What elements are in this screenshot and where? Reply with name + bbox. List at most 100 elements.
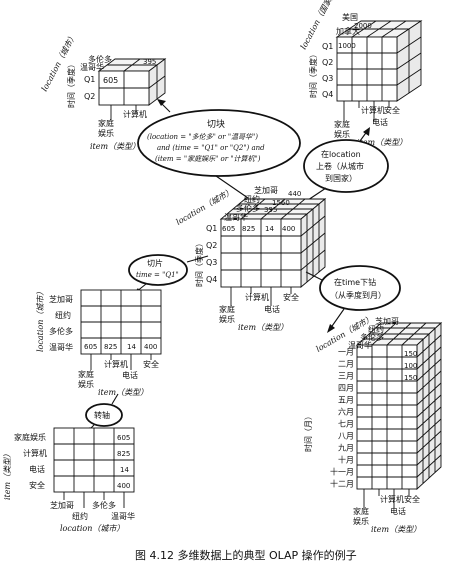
rollup-item-ent: 娱乐 [334, 129, 350, 139]
rollup-quarter-q3: Q3 [322, 74, 333, 83]
slice-item-home: 家庭 [78, 369, 94, 379]
rollup-title: 在location [321, 149, 361, 159]
central-top-front: 395 [264, 206, 277, 214]
drill-city-newyork: 纽约 [368, 324, 384, 334]
dice-time-axis: 时间（季度） [66, 60, 76, 108]
central-top-mid: 1560 [272, 199, 290, 207]
dice-title: 切块 [207, 118, 225, 130]
central-quarter-q2: Q2 [206, 241, 217, 250]
drill-month-label: 八月 [338, 432, 354, 441]
central-quarter-q4: Q4 [206, 275, 217, 284]
drill-month-label: 四月 [338, 384, 354, 393]
drill-month-label: 九月 [338, 444, 354, 453]
drill-item-computer: 计算机 [380, 494, 404, 504]
pivot-cell-3: 400 [117, 482, 130, 490]
pivot-item-security: 安全 [29, 480, 45, 490]
drill-cell-mar: 150 [404, 374, 417, 382]
drill-time-axis: 时间（月） [303, 412, 313, 452]
drill-item-phone: 电话 [390, 506, 406, 516]
slice-cell-1: 825 [104, 343, 117, 351]
slice-item-ent: 娱乐 [78, 379, 94, 389]
pivot-city-newyork: 纽约 [72, 511, 88, 521]
drill-cell-jan: 150 [404, 350, 417, 358]
central-item-phone: 电话 [264, 304, 280, 314]
dice-item-home: 家庭 [98, 118, 114, 128]
pivot-item-computer: 计算机 [23, 448, 47, 458]
dice-top-value: 395 [143, 58, 156, 66]
pivot-item-phone: 电话 [29, 464, 45, 474]
drill-month-label: 五月 [338, 396, 354, 405]
rollup-quarter-q1: Q1 [322, 42, 333, 51]
central-cell-0: 605 [222, 225, 235, 233]
rollup-country-usa: 美国 [342, 12, 358, 22]
pivot-city-chicago: 芝加哥 [50, 500, 74, 510]
rollup-line2: 到国家） [325, 173, 357, 183]
drill-month-label: 一月 [338, 348, 354, 357]
slice-item-axis: item（类型） [98, 388, 148, 397]
slice-location-axis: location（城市） [36, 288, 45, 352]
drill-month-label: 十月 [338, 455, 354, 465]
slice-cell-3: 400 [144, 343, 157, 351]
drill-city-chicago: 芝加哥 [375, 316, 399, 326]
rollup-quarter-q4: Q4 [322, 90, 333, 99]
central-top-back: 440 [288, 190, 301, 198]
drilldown-operation-bubble: 在time下钻 （从季度到月） [319, 265, 401, 311]
central-city-newyork: 纽约 [244, 194, 260, 204]
slice-city-chicago: 芝加哥 [49, 294, 73, 304]
drill-cell-feb: 100 [404, 362, 417, 370]
pivot-item-axis: item（类型） [3, 450, 12, 500]
pivot-location-axis: location（城市） [60, 524, 124, 533]
drill-month-label: 二月 [338, 360, 354, 369]
slice-cell-0: 605 [84, 343, 97, 351]
drill-month-label: 七月 [338, 420, 354, 429]
slice-item-computer: 计算机 [104, 359, 128, 369]
pivot-cell-2: 14 [120, 466, 129, 474]
central-quarter-q3: Q3 [206, 258, 217, 267]
dice-item-axis: item（类型） [90, 142, 140, 151]
rollup-time-axis: 时间（季度） [308, 50, 318, 98]
pivot-operation-bubble: 转轴 [85, 403, 123, 427]
pivot-item-home-ent: 家庭娱乐 [14, 432, 46, 442]
dice-cond-location: (location = "多伦多" or "温哥华") [147, 133, 258, 141]
drill-line1: （从季度到月） [330, 290, 386, 300]
slice-cell-2: 14 [127, 343, 136, 351]
drill-item-ent: 娱乐 [353, 516, 369, 526]
drill-city-toronto: 多伦多 [360, 332, 384, 342]
slice-item-security: 安全 [143, 359, 159, 369]
central-item-computer: 计算机 [245, 292, 269, 302]
drill-month-label: 六月 [338, 407, 354, 417]
central-item-home: 家庭 [219, 304, 235, 314]
central-city-chicago: 芝加哥 [254, 185, 278, 195]
dice-city-toronto: 多伦多 [88, 54, 112, 64]
dice-front-value: 605 [103, 76, 118, 85]
drill-item-axis: item（类型） [371, 525, 421, 534]
rollup-operation-bubble: 在location 上卷（从城市 到国家） [303, 139, 389, 193]
pivot-city-vancouver: 温哥华 [111, 511, 135, 521]
drill-month-label: 十二月 [330, 479, 354, 489]
central-cell-1: 825 [242, 225, 255, 233]
rollup-item-computer: 计算机 [361, 105, 385, 115]
rollup-quarter-q2: Q2 [322, 58, 333, 67]
slice-result-table: 芝加哥 纽约 多伦多 温哥华 605 825 14 400 计算机 安全 家庭 … [36, 288, 162, 397]
slice-city-newyork: 纽约 [55, 310, 71, 320]
dice-item-ent: 娱乐 [98, 128, 114, 138]
rollup-top-value: 2000 [354, 22, 372, 30]
pivot-result-table: 605 825 14 400 家庭娱乐 计算机 电话 安全 芝加哥 多伦多 纽约… [3, 427, 135, 533]
central-item-axis: item（类型） [238, 323, 288, 332]
central-cell-3: 400 [282, 225, 295, 233]
central-city-toronto: 多伦多 [236, 203, 260, 213]
central-cell-2: 14 [265, 225, 274, 233]
pivot-cell-1: 825 [117, 450, 130, 458]
dice-operation-bubble: 切块 (location = "多伦多" or "温哥华") and (time… [137, 109, 301, 177]
rollup-item-home: 家庭 [334, 119, 350, 129]
central-quarter-q1: Q1 [206, 224, 217, 233]
rollup-result-cube: 1000 2000 美国 加拿大 Q1 Q2 Q3 Q4 计算机 安全 家庭 娱… [299, 0, 423, 147]
drill-city-vancouver: 温哥华 [348, 340, 372, 350]
pivot-title: 转轴 [94, 410, 110, 420]
dice-cond-item: (item = "家庭娱乐" or "计算机") [155, 155, 261, 163]
rollup-item-security: 安全 [384, 105, 400, 115]
rollup-item-axis: item（类型） [357, 138, 407, 147]
dice-item-computer: 计算机 [123, 109, 147, 119]
slice-title: 切片 [147, 258, 163, 268]
